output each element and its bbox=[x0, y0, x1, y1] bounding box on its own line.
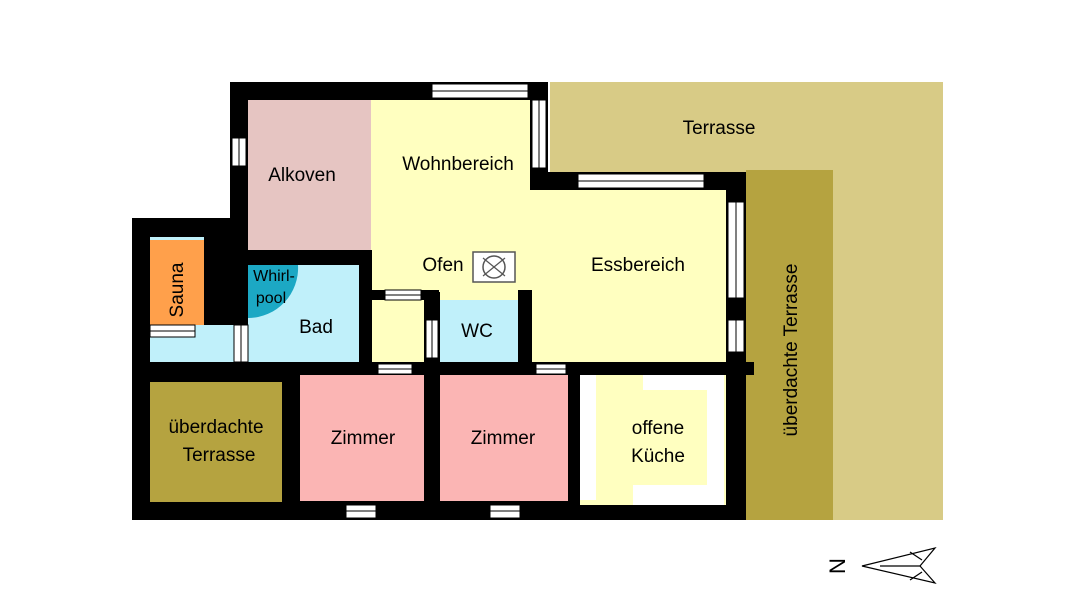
north-arrow-icon bbox=[861, 546, 937, 585]
covered-terrace-east bbox=[746, 170, 833, 520]
alcove-area bbox=[248, 100, 371, 250]
hallway bbox=[372, 300, 426, 362]
room-1-area bbox=[300, 375, 424, 501]
room-2-area bbox=[440, 375, 568, 501]
windows bbox=[149, 83, 745, 519]
covered-terrace-west bbox=[150, 382, 282, 502]
label-terrasse: Terrasse bbox=[683, 118, 756, 139]
kitchen-counter bbox=[633, 372, 724, 505]
label-ofen: Ofen bbox=[422, 255, 463, 276]
sauna-area bbox=[150, 240, 204, 325]
wc-area bbox=[440, 300, 518, 362]
label-covered-terrace-east: überdachte Terrasse bbox=[781, 264, 802, 437]
kitchen-counter-fill bbox=[660, 390, 707, 485]
label-whirlpool-1: Whirl- bbox=[253, 268, 295, 285]
stove-icon bbox=[472, 251, 516, 283]
terrace-area bbox=[550, 82, 943, 520]
label-bad: Bad bbox=[299, 317, 333, 338]
interior-walls bbox=[132, 237, 754, 512]
label-essbereich: Essbereich bbox=[591, 255, 685, 276]
label-alkoven: Alkoven bbox=[268, 165, 336, 186]
kitchen-wall-gap bbox=[580, 370, 596, 500]
label-kueche-1: offene bbox=[632, 418, 684, 439]
whirlpool-tub bbox=[248, 265, 299, 319]
label-wohnbereich: Wohnbereich bbox=[402, 154, 514, 175]
label-zimmer-2: Zimmer bbox=[471, 428, 536, 449]
label-sauna: Sauna bbox=[167, 262, 188, 317]
label-wc: WC bbox=[461, 321, 493, 342]
label-whirlpool-2: pool bbox=[256, 290, 286, 307]
label-covered-terrace-west-1: überdachte bbox=[168, 417, 263, 438]
label-covered-terrace-west-2: Terrasse bbox=[183, 445, 256, 466]
compass-label: N bbox=[825, 558, 850, 574]
label-zimmer-1: Zimmer bbox=[331, 428, 396, 449]
label-kueche-2: Küche bbox=[631, 446, 685, 467]
